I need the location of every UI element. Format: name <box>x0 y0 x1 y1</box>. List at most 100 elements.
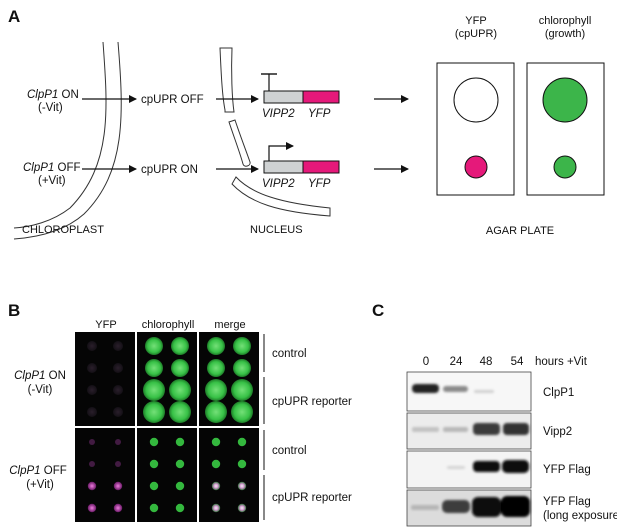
row2-vipp2-label: VIPP2 <box>262 178 295 190</box>
spot-on-merge-1-1 <box>233 359 251 377</box>
timepoint-3: 54 <box>511 356 524 368</box>
img-yfp-on <box>75 332 135 426</box>
spot-on-chl-3-1 <box>169 401 191 423</box>
row1-condition: (-Vit) <box>38 102 63 114</box>
spot-on-merge-2-1 <box>231 379 253 401</box>
timepoint-2: 48 <box>480 356 493 368</box>
spot-off-merge-3-0 <box>211 503 221 513</box>
band-vipp2-48 <box>473 423 500 435</box>
spot-off-yfp-0-0 <box>89 439 95 445</box>
spot-on-chl-1-1 <box>171 359 189 377</box>
spot-off-chl-1-0 <box>149 459 159 469</box>
row2-yfp-box <box>302 160 340 174</box>
spot-on-chl-2-1 <box>169 379 191 401</box>
row1-vipp2-label: VIPP2 <box>262 108 295 120</box>
band-yfp-24 <box>447 466 465 469</box>
col-header-yfp: YFP <box>95 319 116 331</box>
spot-on-chl-0-0 <box>145 337 163 355</box>
spot-off-merge-0-1 <box>237 437 247 447</box>
spot-on-chl-1-0 <box>145 359 163 377</box>
spot-array <box>87 337 253 513</box>
spot-on-merge-2-0 <box>205 379 227 401</box>
spot-on-chl-2-0 <box>143 379 165 401</box>
spot-off-chl-0-0 <box>149 437 159 447</box>
spot-on-yfp-2-0 <box>87 385 97 395</box>
band-yfpl-48 <box>472 497 501 517</box>
chloroplast-outer-membrane <box>13 41 107 229</box>
spot-off-merge-3-1 <box>237 503 247 513</box>
yfp-colony-off <box>453 77 499 123</box>
timepoint-0: 0 <box>423 356 429 368</box>
spot-on-yfp-1-0 <box>87 363 97 373</box>
row2-vipp2-box <box>263 160 304 174</box>
label-control-2: control <box>272 445 307 457</box>
spot-off-yfp-2-0 <box>87 481 97 491</box>
spot-off-chl-2-1 <box>175 481 185 491</box>
spot-on-chl-3-0 <box>143 401 165 423</box>
b-group1-cond: (-Vit) <box>28 384 53 396</box>
panel-b-letter: B <box>8 301 20 320</box>
spot-on-merge-3-1 <box>231 401 253 423</box>
b-group1-gene: ClpP1 ON <box>14 370 66 382</box>
row2-yfp-label: YFP <box>308 178 331 190</box>
spot-off-chl-3-1 <box>175 503 185 513</box>
spot-on-merge-1-0 <box>207 359 225 377</box>
spot-off-merge-1-0 <box>211 459 221 469</box>
spot-off-merge-1-1 <box>237 459 247 469</box>
row1-yfp-box <box>302 90 340 104</box>
row1-gene-label: ClpP1 ON <box>27 89 79 101</box>
time-axis-label: hours +Vit <box>535 356 588 368</box>
band-vipp2-0 <box>412 427 439 432</box>
nucleus-label: NUCLEUS <box>250 224 303 236</box>
band-yfp-54 <box>502 460 529 473</box>
blot-label-yfp-flag-long: YFP Flag <box>543 496 591 508</box>
spot-off-yfp-1-0 <box>89 461 95 467</box>
spot-on-yfp-3-1 <box>113 407 123 417</box>
spot-on-chl-0-1 <box>171 337 189 355</box>
band-yfpl-54 <box>501 496 530 517</box>
spot-off-merge-2-1 <box>237 481 247 491</box>
chloroplast-label: CHLOROPLAST <box>22 224 104 236</box>
spot-off-chl-0-1 <box>175 437 185 447</box>
spot-off-chl-3-0 <box>149 503 159 513</box>
spot-on-merge-0-0 <box>207 337 225 355</box>
label-reporter-1: cpUPR reporter <box>272 396 352 408</box>
spot-on-merge-3-0 <box>205 401 227 423</box>
chloroplast-inner-membrane <box>13 41 122 240</box>
panel-c-letter: C <box>372 301 384 320</box>
b-group2-cond: (+Vit) <box>26 479 54 491</box>
row2-cpupr-state: cpUPR ON <box>141 164 198 176</box>
panel-a-letter: A <box>8 7 20 26</box>
spot-on-yfp-0-0 <box>87 341 97 351</box>
chl-colony-small <box>553 155 577 179</box>
b-group2-gene: ClpP1 OFF <box>9 465 67 477</box>
band-vipp2-24 <box>443 427 468 432</box>
plate-yfp-header-1: YFP <box>465 15 486 27</box>
row1-vipp2-box <box>263 90 304 104</box>
row2-condition: (+Vit) <box>38 175 66 187</box>
nuclear-pore-segment <box>228 119 251 167</box>
blot-label-yfp-flag: YFP Flag <box>543 464 591 476</box>
spot-on-merge-0-1 <box>233 337 251 355</box>
spot-off-chl-1-1 <box>175 459 185 469</box>
chl-colony-large <box>542 77 588 123</box>
yfp-colony-on <box>464 155 488 179</box>
row1-yfp-label: YFP <box>308 108 331 120</box>
spot-off-yfp-3-0 <box>87 503 97 513</box>
band-yfp-48 <box>473 461 500 472</box>
nuclear-envelope-top <box>219 47 235 113</box>
spot-off-yfp-0-1 <box>115 439 121 445</box>
plate-chl-header-2: (growth) <box>545 28 585 40</box>
spot-off-chl-2-0 <box>149 481 159 491</box>
row2-gene-label: ClpP1 OFF <box>23 162 81 174</box>
nuclear-envelope-bottom <box>231 176 331 217</box>
spot-on-yfp-1-1 <box>113 363 123 373</box>
row1-cpupr-state: cpUPR OFF <box>141 94 204 106</box>
agar-plate-label: AGAR PLATE <box>486 225 554 237</box>
spot-off-yfp-1-1 <box>115 461 121 467</box>
band-yfpl-24 <box>442 500 470 513</box>
label-reporter-2: cpUPR reporter <box>272 492 352 504</box>
blot-bands <box>411 384 530 517</box>
col-header-chlorophyll: chlorophyll <box>142 319 195 331</box>
